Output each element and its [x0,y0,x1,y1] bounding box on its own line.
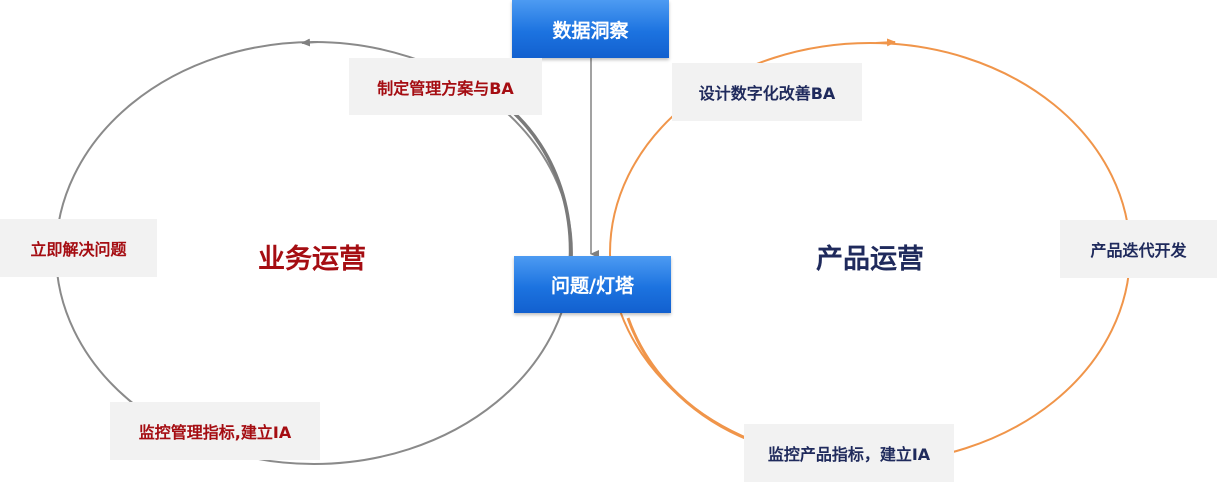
business-bottom-label: 监控管理指标,建立IA [110,402,320,460]
business-loop-arrow [301,38,319,47]
business-operations-title: 业务运营 [258,244,366,275]
product-operations-title: 产品运营 [816,244,924,275]
business-left-label: 立即解决问题 [0,219,157,277]
product-bottom-label: 监控产品指标，建立IA [744,424,954,482]
product-right-label: 产品迭代开发 [1060,220,1217,278]
product-top-label: 设计数字化改善BA [672,63,862,121]
data-insight-node: 数据洞察 [512,0,669,58]
business-top-label: 制定管理方案与BA [349,58,542,115]
problem-lighthouse-node: 问题/灯塔 [514,256,671,313]
product-loop-arrow [875,38,896,47]
product-loop-shade [626,317,751,442]
